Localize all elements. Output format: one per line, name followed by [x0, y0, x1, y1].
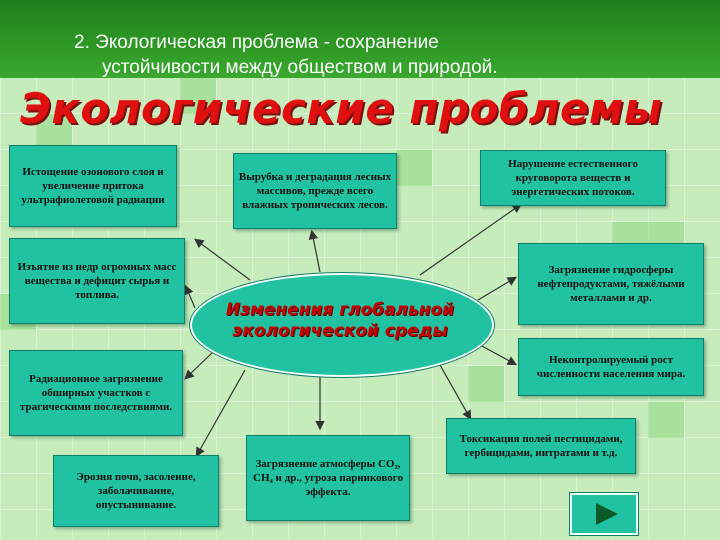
page-title: Экологические проблемы [20, 84, 663, 133]
arrow-cycle [419, 203, 522, 276]
box-ozone: Истощение озонового слоя и увеличение пр… [9, 145, 177, 227]
arrow-deforestation [308, 229, 321, 273]
arrow-extraction [184, 284, 196, 309]
center-label-line-1: Изменения глобальной [225, 300, 455, 320]
center-label-line-2: экологической среды [232, 321, 448, 341]
box-atmosphere: Загрязнение атмосферы CO₂, CH₄ и др., уг… [246, 435, 410, 521]
arrow-ozone [194, 238, 251, 281]
box-hydrosphere: Загрязнение гидросферы нефтепродуктами, … [518, 243, 704, 325]
box-deforestation: Вырубка и деградация лесных массивов, пр… [233, 153, 397, 229]
play-next-icon [596, 503, 618, 525]
subtitle-line-2: устойчивости между обществом и природой. [102, 57, 498, 78]
arrow-radiation [184, 349, 216, 380]
center-ellipse [190, 273, 494, 377]
subtitle-line-1: 2. Экологическая проблема - сохранение [74, 32, 439, 53]
box-radiation: Радиационное загрязнение обширных участк… [9, 350, 183, 436]
center-label: Изменения глобальной экологической среды [190, 300, 490, 342]
arrow-pesticides [439, 364, 472, 421]
arrow-hydrosphere [477, 276, 518, 301]
slide-subtitle: 2. Экологическая проблема - сохранение у… [74, 30, 694, 80]
box-cycle: Нарушение естественного круговорота веще… [480, 150, 666, 206]
slide-header [0, 0, 720, 78]
box-pesticides: Токсикация полей пестицидами, гербицидам… [446, 418, 636, 474]
next-slide-button[interactable] [570, 493, 638, 535]
arrow-soil [195, 369, 246, 458]
box-extraction: Изъятие из недр огромных масс вещества и… [9, 238, 185, 324]
box-population: Неконтролируемый рост численности населе… [518, 338, 704, 396]
box-soil: Эрозия почв, засоление, заболачивание, о… [53, 455, 219, 527]
arrow-population [479, 344, 518, 366]
